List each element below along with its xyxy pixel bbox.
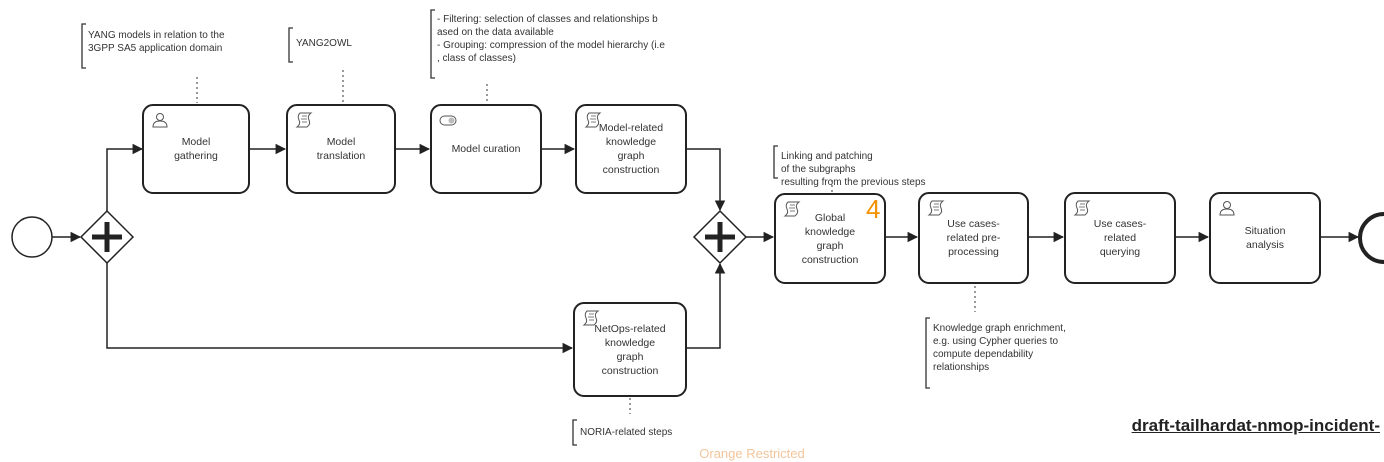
annotation-kg-enrichment: Knowledge graph enrichment, e.g. using C… [933,323,1066,373]
task-label: Model translation [316,136,366,162]
script-icon [783,201,801,217]
script-icon [584,112,602,128]
annotation-brackets [81,9,930,446]
task-label: Use cases- related pre- processing [946,218,1001,258]
parallel-gateway-join[interactable] [692,209,748,265]
parallel-gateway-split[interactable] [79,209,135,265]
task-situation-analysis[interactable]: Situation analysis [1209,192,1321,284]
annotation-associations [196,70,976,414]
script-icon [1073,200,1091,216]
classification-label: Orange Restricted [699,446,805,461]
flow-netops-to-join [687,262,726,349]
annotation-yang2owl: YANG2OWL [296,38,352,49]
task-label: Model-related knowledge graph constructi… [598,122,664,176]
task-label: Model curation [451,143,521,155]
task-label: Use cases- related querying [1093,218,1147,258]
draft-link[interactable]: draft-tailhardat-nmop-incident- [1131,416,1380,435]
annotation-noria-steps: NORIA-related steps [580,427,673,438]
annotation-filtering-grouping: - Filtering: selection of classes and re… [437,14,665,64]
task-model-curation[interactable]: Model curation [430,104,542,194]
task-label: Model gathering [174,136,218,162]
end-event[interactable] [1358,212,1384,264]
sequence-flows [52,143,1360,354]
flow-modelkg-to-join [687,148,726,212]
step-number: 4 [866,194,881,224]
task-label: NetOps-related knowledge graph construct… [594,322,666,377]
flow-gateway-to-netops [106,263,574,354]
flow-gateway-to-gathering [106,143,144,211]
task-model-kg-construction[interactable]: Model-related knowledge graph constructi… [575,104,687,194]
user-icon [1219,201,1235,216]
script-icon [295,112,313,128]
task-model-translation[interactable]: Model translation [286,104,396,194]
manual-toggle-icon [439,115,457,126]
task-netops-kg-construction[interactable]: NetOps-related knowledge graph construct… [573,302,687,397]
script-icon [582,310,600,326]
task-usecase-preprocessing[interactable]: Use cases- related pre- processing [918,192,1029,284]
script-icon [927,200,945,216]
task-label: Global knowledge graph construction [801,211,859,266]
task-usecase-querying[interactable]: Use cases- related querying [1064,192,1176,284]
task-model-gathering[interactable]: Model gathering [142,104,250,194]
start-event[interactable] [11,216,53,258]
task-global-kg-construction[interactable]: Global knowledge graph construction [774,193,886,284]
annotation-yang-models: YANG models in relation to the 3GPP SA5 … [88,30,225,54]
user-icon [152,113,168,128]
task-label: Situation analysis [1244,225,1286,251]
annotation-linking-patching: Linking and patching of the subgraphs re… [781,151,926,188]
